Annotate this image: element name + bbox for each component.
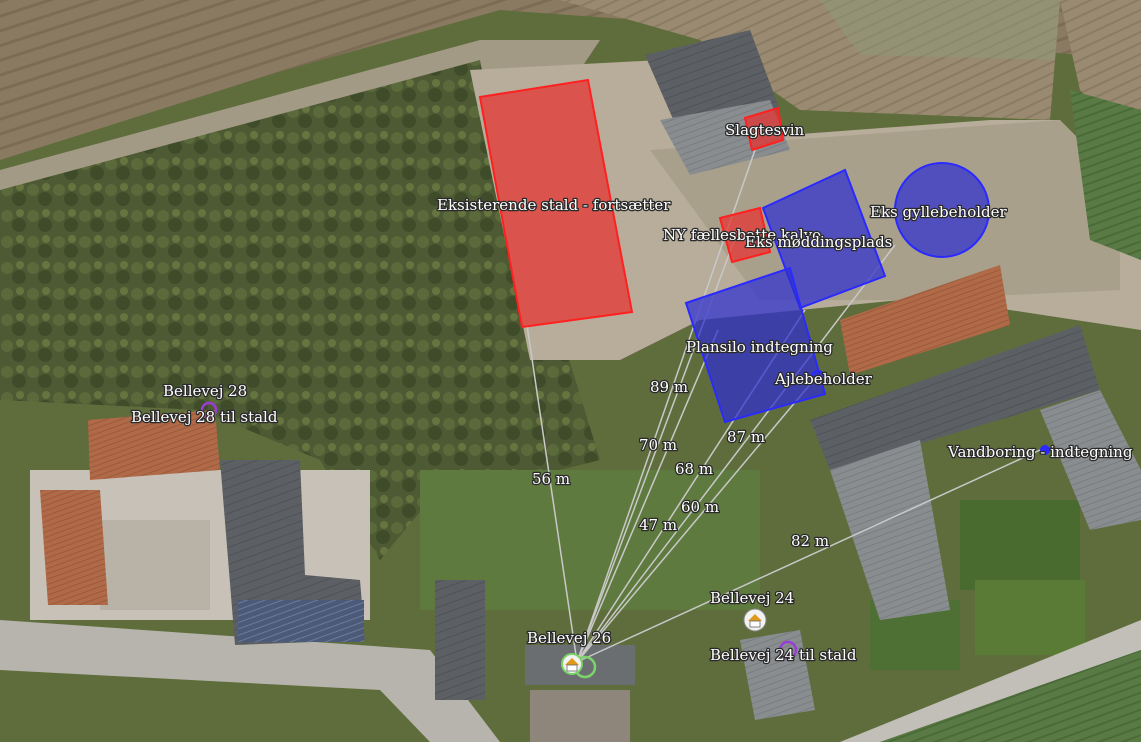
distance-lines bbox=[526, 149, 1041, 663]
label-slagtesvin: Slagtesvin bbox=[725, 121, 804, 139]
slagtesvin-polygon[interactable] bbox=[743, 106, 785, 152]
label-bellevej-24: Bellevej 24 bbox=[710, 589, 794, 607]
label-bellevej-28: Bellevej 28 bbox=[163, 382, 247, 400]
eks-gyllebeholder-circle[interactable] bbox=[894, 162, 990, 258]
feature-labels: Slagtesvin Eksisterende stald - fortsætt… bbox=[130, 120, 1134, 666]
bellevej-28-stald-circle-marker-icon[interactable] bbox=[200, 401, 218, 419]
existing-stable-polygon[interactable] bbox=[478, 78, 634, 329]
distance-47: 47 m bbox=[639, 516, 677, 534]
line-87 bbox=[576, 244, 896, 663]
label-bellevej-28-stald: Bellevej 28 til stald bbox=[131, 408, 278, 426]
distance-70: 70 m bbox=[639, 436, 677, 454]
markers bbox=[200, 401, 798, 679]
distance-labels: 56 m 89 m 70 m 87 m 68 m 60 m 47 m 82 m bbox=[531, 377, 831, 552]
label-ny-faelles: NY fællesbatte kalve bbox=[663, 226, 821, 244]
ajlebeholder-marker[interactable] bbox=[811, 370, 825, 384]
vandboring-marker[interactable] bbox=[1040, 445, 1050, 455]
line-47 bbox=[576, 329, 719, 663]
bellevej-24-stald-circle-marker-icon[interactable] bbox=[778, 640, 798, 660]
label-plansilo: Plansilo indtegning bbox=[686, 338, 833, 356]
label-ajlebeholder: Ajlebeholder bbox=[774, 370, 873, 388]
building-bellevej-28-west bbox=[40, 490, 108, 605]
building-bellevej-28-barn bbox=[220, 460, 365, 645]
label-bellevej-26: Bellevej 26 bbox=[527, 629, 611, 647]
distance-87: 87 m bbox=[727, 428, 765, 446]
solar-panels bbox=[238, 600, 364, 642]
label-eksisterende-stald: Eksisterende stald - fortsætter bbox=[437, 196, 671, 214]
label-vandboring: Vandboring - indtegning bbox=[947, 443, 1133, 461]
bellevej-26-home-icon[interactable] bbox=[561, 653, 597, 679]
building-tile-roof-east bbox=[840, 265, 1010, 375]
distance-89: 89 m bbox=[650, 378, 688, 396]
building-l-wing bbox=[830, 440, 950, 620]
label-bellevej-24-stald: Bellevej 24 til stald bbox=[710, 646, 857, 664]
line-56 bbox=[526, 324, 578, 663]
building-bellevej-26-north bbox=[435, 580, 485, 700]
distance-60: 60 m bbox=[681, 498, 719, 516]
line-60 bbox=[576, 374, 819, 663]
line-82 bbox=[576, 449, 1041, 663]
building-bellevej-26-yard bbox=[530, 690, 630, 742]
distance-82: 82 m bbox=[791, 532, 829, 550]
ny-faelles-polygon[interactable] bbox=[718, 206, 772, 264]
label-eks-moddingsplads: Eks møddingsplads bbox=[745, 233, 892, 251]
plansilo-polygon[interactable] bbox=[684, 266, 827, 424]
distance-68: 68 m bbox=[675, 460, 713, 478]
label-eks-gyllebeholder: Eks gyllebeholder bbox=[870, 203, 1007, 221]
bellevej-24-home-icon[interactable] bbox=[743, 608, 767, 632]
distance-56: 56 m bbox=[532, 470, 570, 488]
building-far-east bbox=[1040, 390, 1141, 530]
red-overlay-layer bbox=[478, 78, 785, 329]
blue-overlay-layer bbox=[684, 162, 1050, 455]
building-long-east bbox=[810, 325, 1100, 470]
buildings-layer bbox=[40, 30, 1141, 742]
building-bellevej-28-house bbox=[88, 410, 220, 480]
